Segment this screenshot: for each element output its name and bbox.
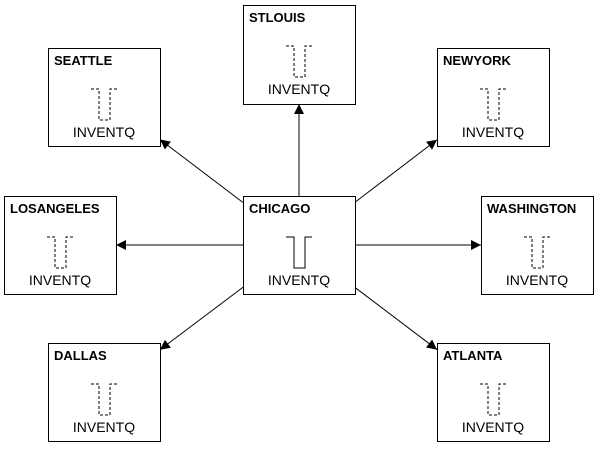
remote-queue-icon — [91, 383, 117, 416]
queue-manager-seattle[interactable]: SEATTLE INVENTQ — [48, 48, 161, 147]
queue-manager-name: DALLAS — [54, 348, 107, 363]
queue-manager-box — [48, 343, 161, 442]
queue-manager-atlanta[interactable]: ATLANTA INVENTQ — [437, 343, 550, 442]
arrow-chicago-dallas — [159, 277, 254, 351]
queue-manager-chicago[interactable]: CHICAGO INVENTQ — [243, 196, 356, 295]
queue-name-label: INVENTQ — [506, 272, 568, 288]
queue-manager-name: CHICAGO — [249, 201, 310, 216]
remote-queue-icon — [286, 45, 312, 78]
remote-queue-icon — [91, 88, 117, 121]
queue-name-label: INVENTQ — [462, 419, 524, 435]
queue-manager-name: SEATTLE — [54, 53, 113, 68]
remote-queue-icon — [47, 236, 73, 269]
local-queue-icon — [286, 236, 312, 269]
arrow-chicago-seattle — [159, 139, 254, 213]
queue-manager-losangeles[interactable]: LOSANGELES INVENTQ — [4, 196, 117, 295]
queue-manager-washington[interactable]: WASHINGTON INVENTQ — [481, 196, 594, 295]
remote-queue-icon — [480, 383, 506, 416]
queue-name-label: INVENTQ — [29, 272, 91, 288]
queue-manager-box — [243, 196, 356, 295]
queue-name-label: INVENTQ — [268, 81, 330, 97]
queue-name-label: INVENTQ — [73, 419, 135, 435]
queue-manager-nodes: STLOUIS INVENTQ SEATTLE INVENTQ NEWYORK INVEN… — [4, 5, 594, 442]
queue-manager-box — [437, 48, 550, 147]
queue-manager-dallas[interactable]: DALLAS INVENTQ — [48, 343, 161, 442]
arrow-chicago-newyork — [344, 139, 438, 213]
queue-manager-newyork[interactable]: NEWYORK INVENTQ — [437, 48, 550, 147]
queue-manager-box — [481, 196, 594, 295]
queue-name-label: INVENTQ — [462, 124, 524, 140]
queue-manager-name: LOSANGELES — [10, 201, 100, 216]
queue-manager-box — [243, 5, 356, 105]
queue-manager-box — [437, 343, 550, 442]
remote-queue-icon — [524, 236, 550, 269]
queue-manager-box — [48, 48, 161, 147]
queue-manager-box — [4, 196, 117, 295]
queue-name-label: INVENTQ — [73, 124, 135, 140]
queue-manager-name: ATLANTA — [443, 348, 503, 363]
queue-manager-name: WASHINGTON — [487, 201, 576, 216]
connection-arrows — [116, 104, 481, 351]
remote-queue-icon — [480, 88, 506, 121]
queue-name-label: INVENTQ — [268, 272, 330, 288]
queue-manager-name: NEWYORK — [443, 53, 512, 68]
queue-manager-name: STLOUIS — [249, 10, 306, 25]
queue-manager-stlouis[interactable]: STLOUIS INVENTQ — [243, 5, 356, 105]
arrow-chicago-atlanta — [344, 277, 438, 350]
